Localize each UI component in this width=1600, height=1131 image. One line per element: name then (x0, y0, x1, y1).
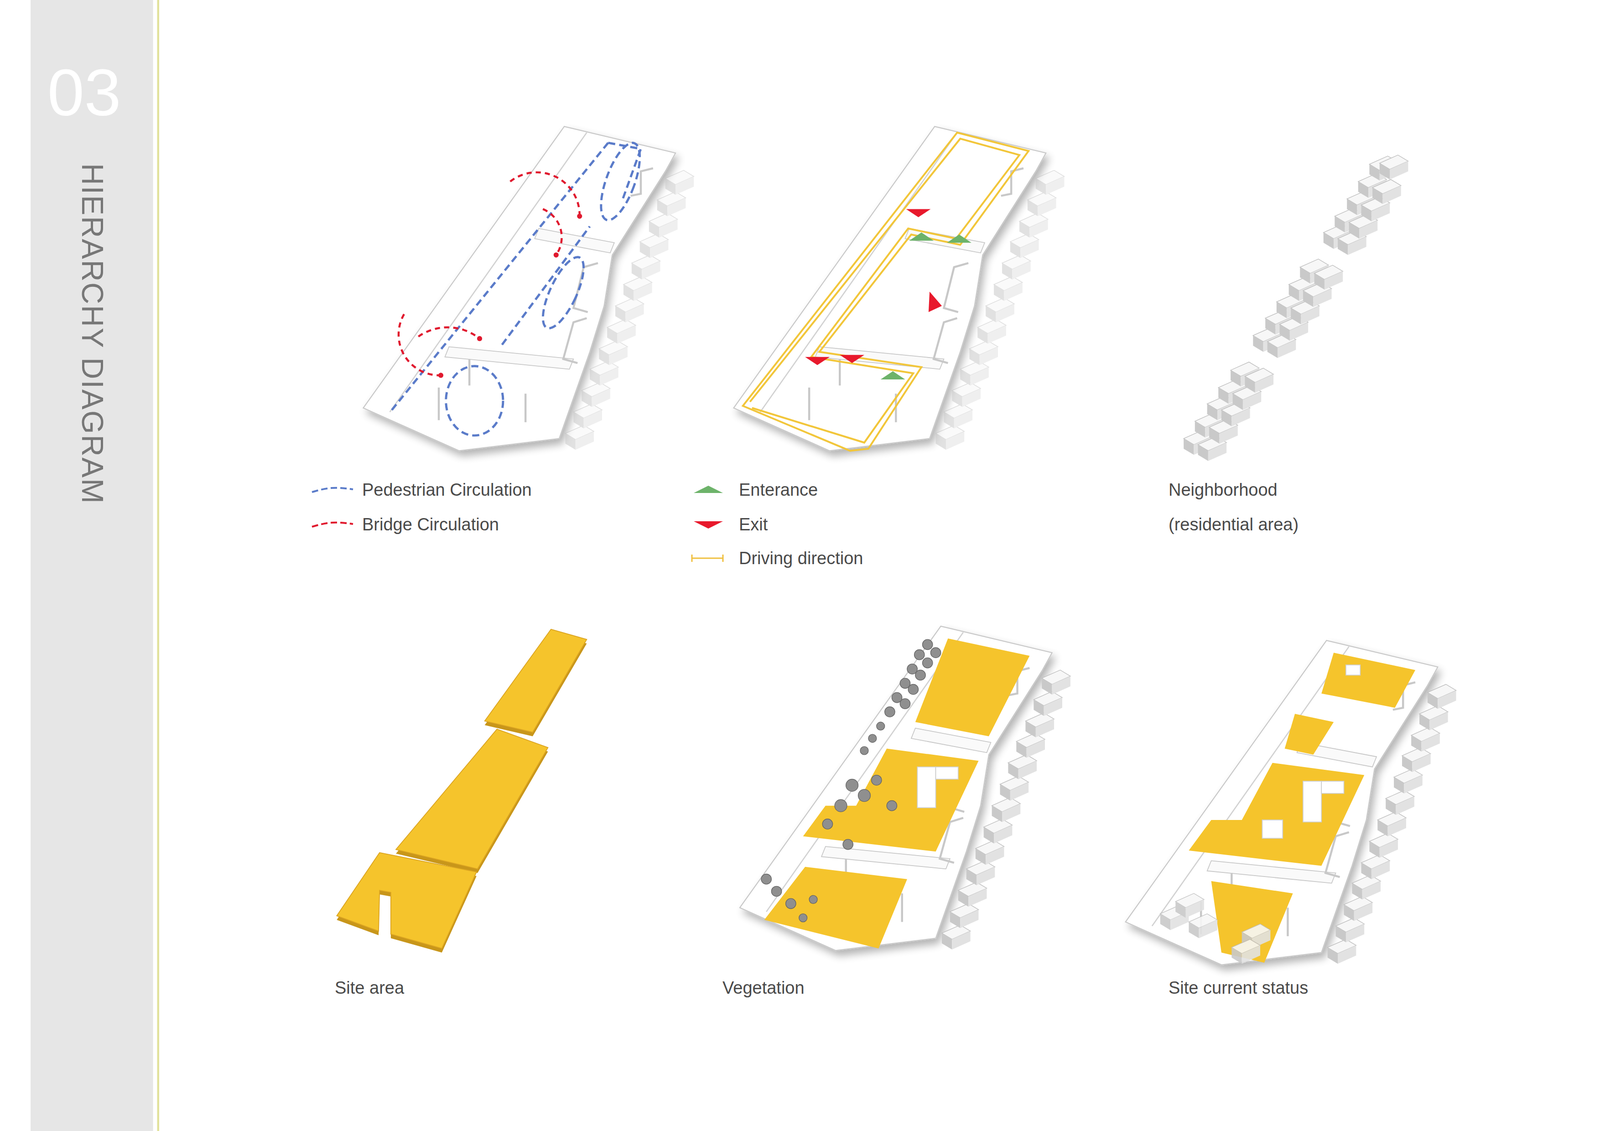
section-number: 03 (47, 58, 121, 127)
legend-text: Pedestrian Circulation (362, 480, 532, 500)
legend-text: Exit (738, 514, 768, 535)
triangle-swatch (693, 521, 723, 529)
legend-swatch (690, 551, 737, 566)
diagram-caption: Vegetation (722, 977, 805, 999)
legend-entry: Exit (738, 514, 768, 536)
diagram-caption: Site area (334, 977, 405, 999)
legend-swatch (693, 517, 740, 532)
diagram-caption: Neighborhood (1168, 479, 1278, 501)
legend-entry: Bridge Circulation (362, 514, 499, 536)
legend-entry: Pedestrian Circulation (362, 479, 532, 501)
legend-text: Bridge Circulation (362, 514, 499, 535)
page-title: HIERARCHY DIAGRAM (77, 163, 108, 505)
legend-swatch (311, 517, 357, 532)
line-sample (311, 488, 354, 493)
diagram-caption: (residential area) (1168, 514, 1299, 536)
line-sample (691, 554, 723, 562)
legend-entry: Enterance (738, 479, 818, 501)
diagram-caption: Site current status (1168, 977, 1309, 999)
legend-text: Driving direction (738, 548, 863, 568)
legend-entry: Driving direction (738, 547, 863, 569)
legend-swatch (311, 483, 357, 497)
triangle-swatch (693, 485, 723, 494)
legend-swatch (693, 483, 740, 497)
legend-text: Enterance (738, 480, 818, 500)
line-sample (311, 522, 354, 527)
